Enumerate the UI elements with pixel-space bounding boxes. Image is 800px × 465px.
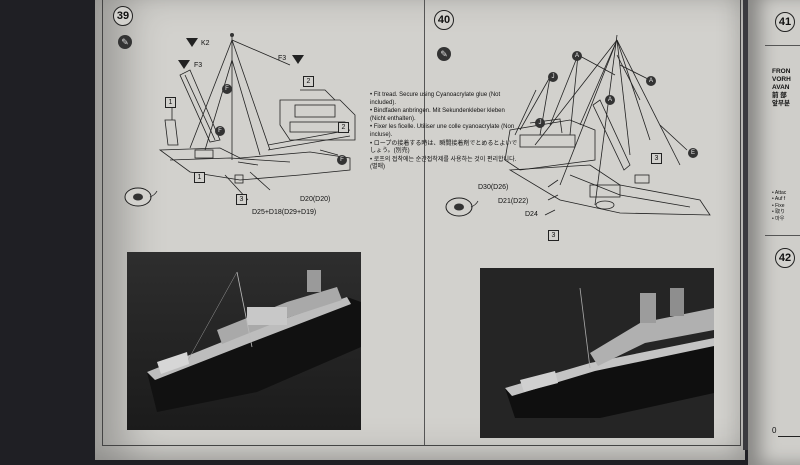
part-3: 3 — [236, 194, 247, 205]
part-3-right: 3 — [651, 153, 662, 164]
label-k2: K2 — [201, 40, 210, 47]
next-page-heading: FRON VORH AVAN 前 部 앞부분 — [772, 68, 791, 108]
step-42-number: 42 — [775, 248, 795, 268]
label-d21: D21(D22) — [498, 198, 529, 205]
label-d30: D30(D26) — [478, 184, 509, 191]
instruction-ko: • 로프의 접착에는 순간접착제를 사용하는 것이 편리합니다.(별매) — [370, 156, 517, 171]
part-1-top: 1 — [165, 97, 176, 108]
label-d25: D25+D18(D29+D19) — [252, 209, 317, 216]
heading-line-4: 前 部 — [772, 92, 787, 99]
next-page — [748, 0, 800, 465]
step-39-number: 39 — [113, 6, 133, 26]
part-2-right: 2 — [338, 122, 349, 133]
heading-line-2: VORH — [772, 76, 791, 83]
f3-marker-left-icon — [178, 60, 190, 69]
k2-marker-icon — [186, 38, 198, 47]
label-d24: D24 — [525, 211, 538, 218]
heading-line-1: FRON — [772, 68, 791, 75]
instruction-fr: • Fixer les ficelle. Utiliser une colle … — [370, 124, 515, 138]
thread-spool-left-icon — [124, 187, 158, 207]
page-frame — [102, 0, 741, 446]
model-photo-left — [127, 252, 361, 430]
label-d20: D20(D20) — [300, 196, 331, 203]
label-f-1: F — [222, 84, 232, 94]
step-40-number: 40 — [434, 10, 454, 30]
label-f-3: F — [337, 155, 347, 165]
instruction-en: • Fit tread. Secure using Cyanoacrylate … — [370, 92, 501, 106]
label-a-2: A — [646, 76, 656, 86]
step-40-diagram — [504, 35, 711, 216]
label-j-1: J — [548, 72, 558, 82]
next-page-frame-2 — [765, 45, 800, 46]
label-f3-left: F3 — [194, 62, 203, 69]
next-page-frame — [765, 235, 800, 236]
heading-line-5: 앞부분 — [772, 100, 790, 107]
bullet-2: • Auf f — [772, 196, 786, 203]
ruler-line — [778, 436, 800, 437]
label-a-1: A — [572, 51, 582, 61]
next-page-bullets: • Attac • Auf f • Fixe • 取り • 마우 — [772, 190, 786, 222]
ruler-zero: 0 — [772, 426, 777, 435]
heading-line-3: AVAN — [772, 84, 790, 91]
step-41-number: 41 — [775, 12, 795, 32]
bullet-1: • Attac — [772, 190, 787, 196]
label-f3-right: F3 — [278, 55, 287, 62]
bullet-4: • 取り — [772, 209, 786, 216]
f3-marker-right-icon — [292, 55, 304, 64]
label-j-2: J — [535, 118, 545, 128]
label-f-2: F — [215, 126, 225, 136]
part-1-bottom: 1 — [194, 172, 205, 183]
part-2-top: 2 — [303, 76, 314, 87]
bullet-3: • Fixe — [772, 202, 785, 209]
glue-icon-40: ✎ — [437, 47, 451, 61]
bullet-5: • 마우 — [772, 215, 785, 222]
instruction-de: • Bindfaden anbringen. Mit Sekundenklebe… — [370, 108, 505, 122]
instruction-ja: • ロープの接着する時は、瞬間接着剤でとめるとよいでしょう。(別売) — [370, 140, 518, 155]
label-e: E — [688, 148, 698, 158]
step-39-diagram — [158, 33, 356, 201]
thread-spool-right-icon — [445, 197, 479, 217]
page-gutter — [743, 0, 749, 450]
model-photo-right — [480, 268, 714, 438]
ship-model-left — [127, 252, 361, 430]
label-a-3: A — [605, 95, 615, 105]
part-3-bottom: 3 — [548, 230, 559, 241]
glue-icon: ✎ — [118, 35, 132, 49]
divider-line — [424, 0, 425, 445]
ship-model-right — [480, 268, 714, 438]
glue-instructions: • Fit tread. Secure using Cyanoacrylate … — [370, 92, 520, 173]
